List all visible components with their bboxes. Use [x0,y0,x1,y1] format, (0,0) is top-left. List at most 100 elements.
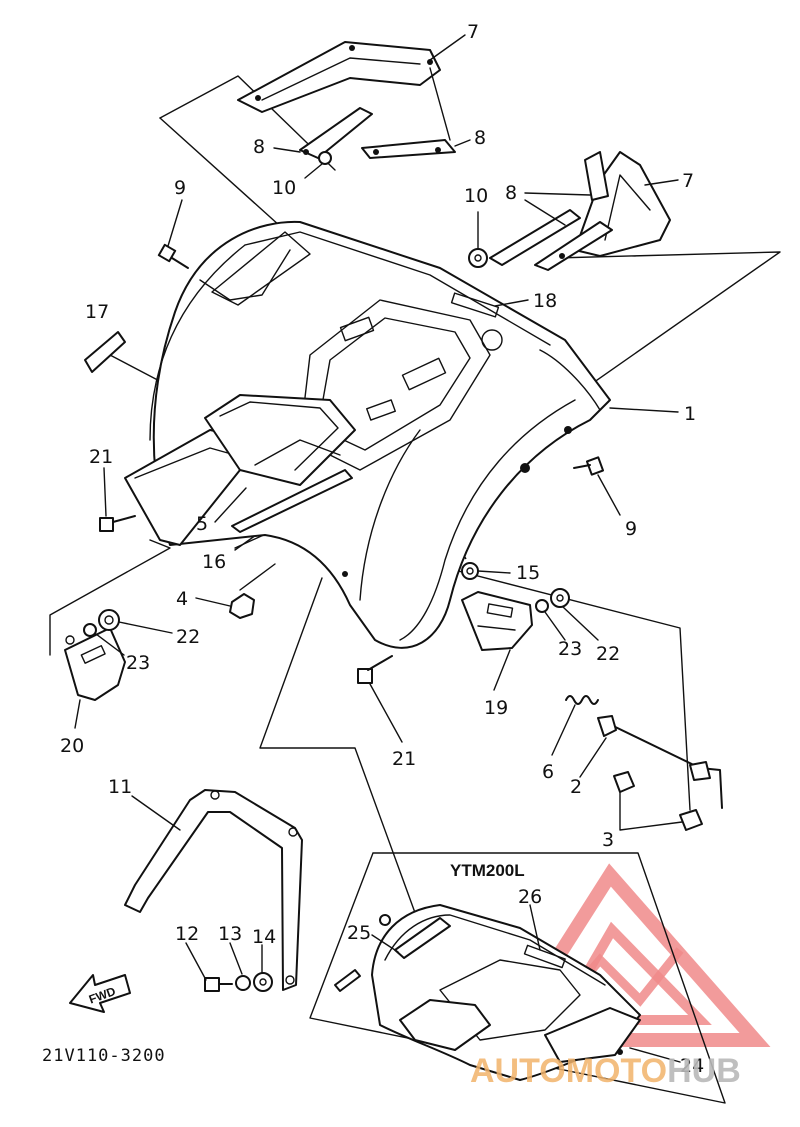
pointer-5 [214,487,247,523]
plate-8-hole-b [373,149,379,155]
watermark-word: AUTOMOTOHUB [470,1052,741,1090]
plate-8-hole-a [303,149,309,155]
bolt-9-left [157,243,189,269]
nut-10-right [468,248,488,268]
fender-right-skirt-2 [399,399,576,641]
fender-right-flare [539,349,601,411]
callout-9a: 9 [174,177,186,199]
plate-8-hole-c [435,147,441,153]
nut-22-right [550,588,570,608]
bolt-21-bottom-head [357,668,373,684]
nut-14-hole [259,978,267,986]
callout-9b: 9 [625,518,637,540]
label-18 [450,292,500,318]
rod-2 [597,715,723,809]
clip-3-lower [679,809,703,831]
callout-11: 11 [108,776,132,798]
pointer-7b [644,179,679,186]
fender-slot-b [401,357,447,391]
callout-23b: 23 [558,638,582,660]
callout-8b: 8 [474,127,486,149]
fender-inner-lip [254,439,341,466]
pointer-3 [619,791,683,831]
nut-14 [253,972,273,992]
nut-22-right-hole [556,594,564,602]
bolt-9-left-shank [171,257,189,269]
bolt-21-left [99,515,136,532]
callout-3: 3 [602,829,614,851]
watermark-prefix: AUTO [470,1052,566,1090]
plate-8-left [299,67,456,159]
sticker-17 [84,331,126,373]
pointer-7a [429,34,466,61]
callout-19: 19 [484,697,508,719]
pointer-22-left [118,621,173,634]
nut-22-left [98,609,120,631]
forward-arrow-shape [69,974,131,1013]
fender-hole-lower [342,571,348,577]
callout-25: 25 [347,922,371,944]
callout-15: 15 [516,562,540,584]
bolt-21-bottom [357,655,393,684]
clip-3-upper [613,771,635,793]
pointer-12 [185,942,207,981]
plate-8-right-b [534,221,613,271]
pointer-8a [273,147,301,153]
spring-6 [565,695,599,705]
pointer-22-right [562,606,599,641]
nut-10-right-hole [474,254,482,262]
callout-16: 16 [202,551,226,573]
variant-sticker [334,969,361,992]
bracket-11-hole-b [288,827,298,837]
bolt-12-head [204,977,220,992]
fender-left-edge [149,244,246,441]
mudflap-crease [134,447,236,479]
bolt-9-left-head [157,243,177,263]
bolt-21-left-head [99,517,114,532]
callout-13: 13 [218,923,242,945]
variant-screw [379,914,391,926]
pointer-4 [195,597,231,607]
rod-2-wire [604,721,723,809]
plate-8-right-a [489,209,581,266]
pointer-10a [304,163,323,179]
fender-slot-a [339,316,375,342]
flap-19-fold [477,625,516,631]
rod-2-end [689,761,711,781]
flap-20 [64,627,126,701]
clip-3 [613,771,703,831]
clip-4-shape [229,593,255,619]
callout-14: 14 [252,926,276,948]
plate-8-left-a [299,107,373,159]
callout-17: 17 [85,301,109,323]
pointer-8c-b [524,199,566,226]
flap-20-hole [65,635,75,645]
variant-hole [617,1049,623,1055]
pointer-18 [494,299,529,307]
nut-22-right-shape [550,588,570,608]
watermark-suffix: HUB [667,1052,741,1090]
callout-pointers [74,34,683,831]
fender-top-ridge [244,231,551,346]
callout-10b: 10 [464,185,488,207]
callout-7b: 7 [682,170,694,192]
grommet-16 [231,469,353,533]
clip-4 [229,593,255,619]
bracket-11-hole-c [285,975,295,985]
fender-rear-panel-detail [219,401,339,471]
callout-10a: 10 [272,177,296,199]
pointer-11 [131,795,181,831]
washer-13 [235,975,251,991]
callout-23a: 23 [126,652,150,674]
nut-15-shape [461,562,479,580]
pointer-15 [477,570,511,574]
callout-18: 18 [533,290,557,312]
nut-10-left-shape [318,151,332,165]
nut-22-left-hole [104,615,114,625]
pointer-25 [371,934,399,953]
callout-1: 1 [684,403,696,425]
leader-4 [239,563,276,591]
callout-20: 20 [60,735,84,757]
variant-rear-panel [399,999,491,1051]
bracket-7-left-inner [261,57,421,101]
